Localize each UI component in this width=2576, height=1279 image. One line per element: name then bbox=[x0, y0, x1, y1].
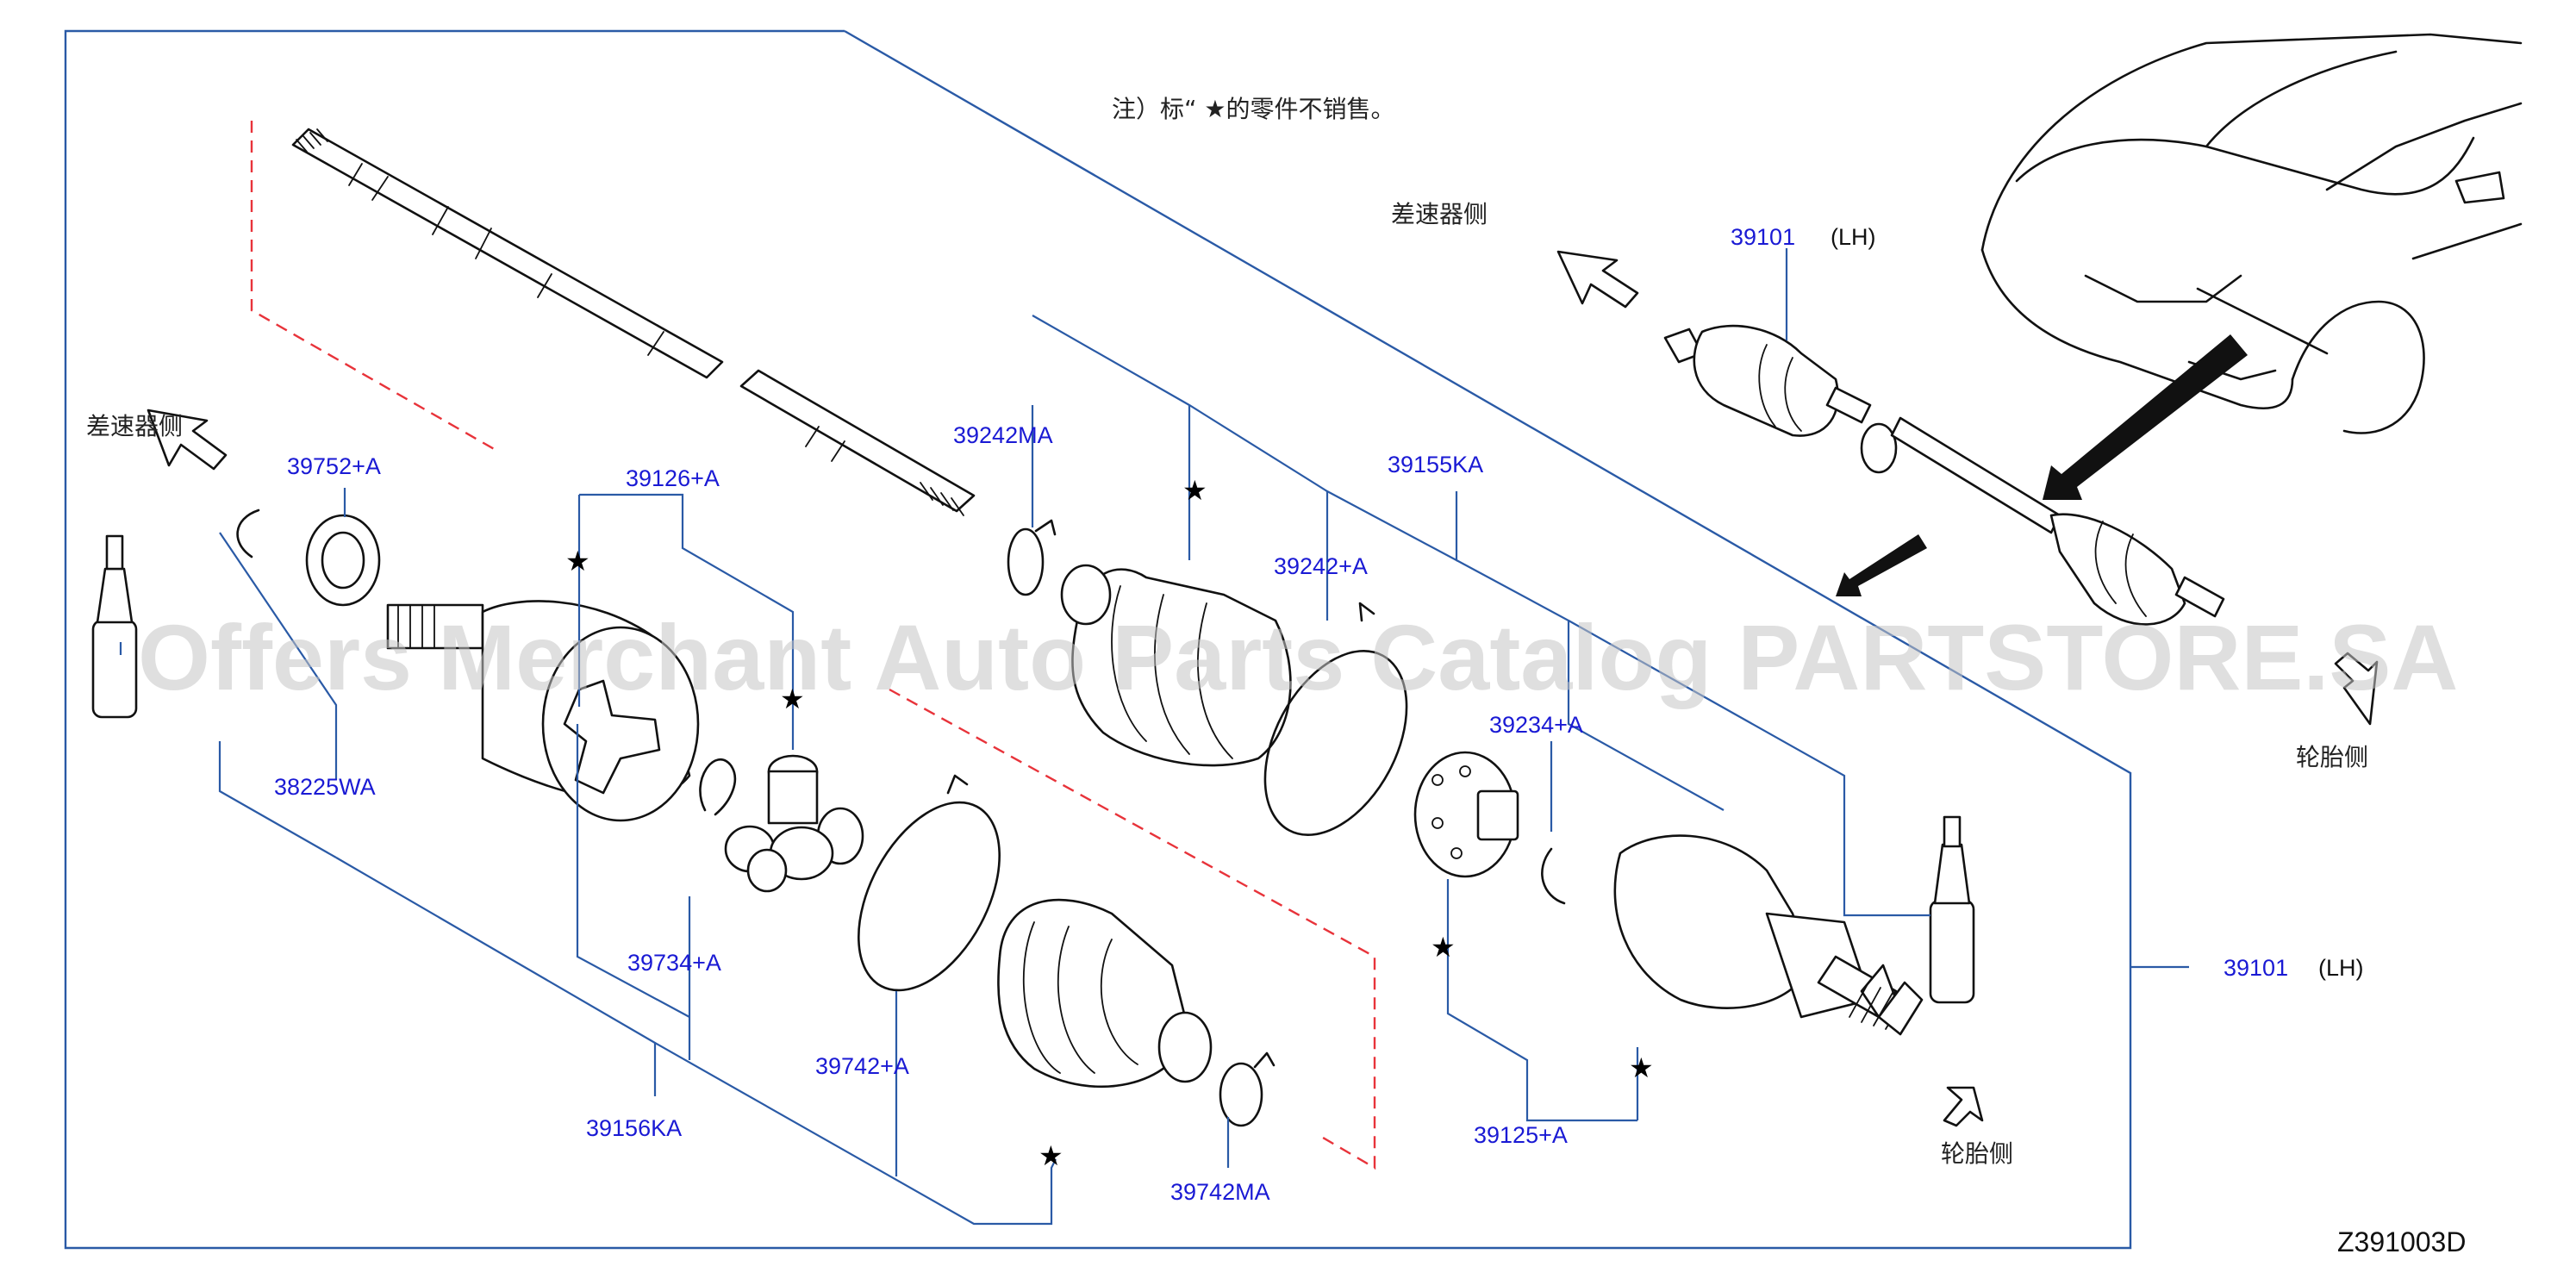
tire-side-label-right: 轮胎侧 bbox=[2296, 743, 2368, 771]
star: ★ bbox=[1039, 1139, 1063, 1172]
vehicle-illustration bbox=[1980, 33, 2523, 434]
part-label-39101-top[interactable]: 39101 bbox=[1731, 224, 1795, 250]
inboard-boot bbox=[997, 898, 1213, 1089]
star: ★ bbox=[780, 683, 805, 715]
spider-assembly bbox=[724, 754, 864, 893]
diff-side-label-left: 差速器侧 bbox=[86, 412, 183, 440]
dust-seal-39752 bbox=[305, 514, 381, 607]
part-label-39742[interactable]: 39742+A bbox=[815, 1053, 909, 1079]
star-markers: ★ ★ ★ ★ ★ ★ bbox=[565, 474, 1654, 1172]
grease-bottle-left bbox=[91, 534, 138, 719]
inboard-joint-housing bbox=[386, 600, 700, 822]
part-label-39752[interactable]: 39752+A bbox=[287, 453, 381, 479]
leader-lines bbox=[119, 248, 2189, 1226]
snap-ring-39752 bbox=[236, 508, 260, 558]
snap-ring-39234 bbox=[1541, 847, 1566, 905]
part-label-39156KA[interactable]: 39156KA bbox=[586, 1115, 682, 1141]
part-label-39242MA[interactable]: 39242MA bbox=[953, 422, 1053, 448]
diagram-code: Z391003D bbox=[2337, 1226, 2466, 1257]
part-label-39742MA[interactable]: 39742MA bbox=[1170, 1179, 1270, 1205]
outboard-joint bbox=[1613, 834, 1924, 1036]
part-label-39101-right[interactable]: 39101 bbox=[2224, 955, 2288, 981]
not-for-sale-note: 注）标“ ★的零件不销售。 bbox=[1112, 95, 1395, 123]
part-label-39242[interactable]: 39242+A bbox=[1274, 553, 1368, 579]
watermark: Offers Merchant Auto Parts Catalog PARTS… bbox=[138, 605, 2458, 709]
small-band-39742MA bbox=[1219, 1051, 1276, 1127]
part-side-39101-right: (LH) bbox=[2318, 955, 2364, 981]
direction-arrows bbox=[147, 250, 2379, 1127]
part-label-39234[interactable]: 39234+A bbox=[1489, 712, 1583, 738]
small-band-39242MA bbox=[1007, 519, 1057, 596]
grease-bottle-right bbox=[1929, 815, 1975, 1004]
star: ★ bbox=[1629, 1051, 1654, 1084]
diagram-frame bbox=[64, 29, 2132, 1250]
part-label-38225WA[interactable]: 38225WA bbox=[274, 774, 376, 800]
outboard-boot bbox=[1060, 564, 1292, 767]
boot-band-39242 bbox=[1263, 602, 1408, 837]
assembled-drive-shaft bbox=[1663, 324, 2225, 626]
diff-side-label-top: 差速器侧 bbox=[1391, 200, 1488, 228]
part-label-39125[interactable]: 39125+A bbox=[1474, 1122, 1568, 1148]
part-label-39126[interactable]: 39126+A bbox=[626, 465, 720, 491]
part-label-39155KA[interactable]: 39155KA bbox=[1388, 452, 1483, 477]
intermediate-shaft bbox=[291, 128, 976, 516]
part-side-39101-top: (LH) bbox=[1831, 224, 1876, 250]
star: ★ bbox=[1182, 474, 1207, 507]
tire-side-label-bottom: 轮胎侧 bbox=[1941, 1139, 2013, 1168]
dashed-guides bbox=[250, 121, 1376, 1170]
star: ★ bbox=[565, 545, 590, 577]
outer-race-ball-cage bbox=[1413, 751, 1519, 878]
boot-band-39742 bbox=[858, 774, 1001, 992]
star: ★ bbox=[1431, 931, 1456, 964]
snap-ring-39734 bbox=[699, 758, 736, 816]
part-label-39734[interactable]: 39734+A bbox=[627, 950, 721, 976]
